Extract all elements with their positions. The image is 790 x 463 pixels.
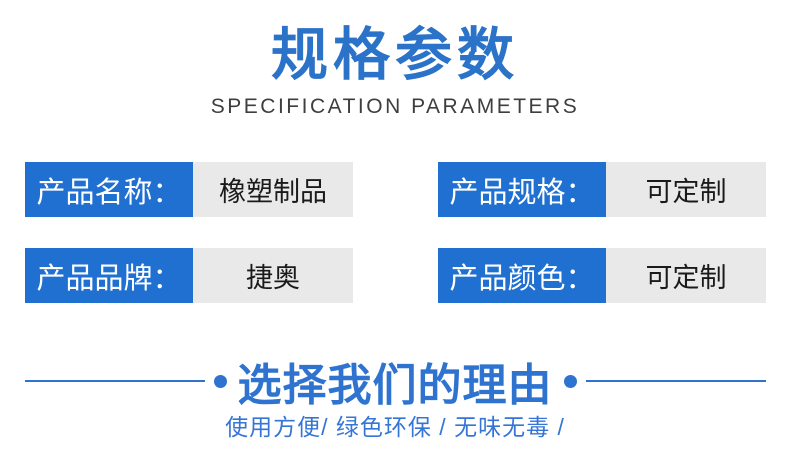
- spec-row-product-size: 产品规格： 可定制: [438, 162, 766, 217]
- spec-label-product-name: 产品名称：: [25, 162, 193, 217]
- page-title: 规格参数: [271, 23, 519, 87]
- spec-label-product-size: 产品规格：: [438, 162, 606, 217]
- spec-value-product-brand: 捷奥: [193, 248, 353, 303]
- page-subtitle: SPECIFICATION PARAMETERS: [210, 95, 580, 118]
- reasons-tagline: 使用方便/ 绿色环保 / 无味无毒 /: [225, 414, 565, 440]
- spec-value-product-name: 橡塑制品: [193, 162, 353, 217]
- divider-line-left: [24, 380, 205, 382]
- spec-label-product-color: 产品颜色：: [438, 248, 606, 303]
- spec-row-product-color: 产品颜色： 可定制: [438, 248, 766, 303]
- spec-table: 产品名称： 橡塑制品 产品规格： 可定制 产品品牌： 捷奥 产品颜色： 可定制: [25, 162, 766, 303]
- divider-line-right: [585, 380, 766, 382]
- bullet-dot-right-icon: [563, 374, 577, 388]
- spec-value-product-color: 可定制: [606, 248, 766, 303]
- reasons-header: 选择我们的理由: [0, 355, 790, 410]
- bullet-dot-left-icon: [213, 374, 227, 388]
- reasons-title: 选择我们的理由: [237, 361, 553, 410]
- spec-row-product-name: 产品名称： 橡塑制品: [25, 162, 353, 217]
- spec-value-product-size: 可定制: [606, 162, 766, 217]
- spec-row-product-brand: 产品品牌： 捷奥: [25, 248, 353, 303]
- spec-label-product-brand: 产品品牌：: [25, 248, 193, 303]
